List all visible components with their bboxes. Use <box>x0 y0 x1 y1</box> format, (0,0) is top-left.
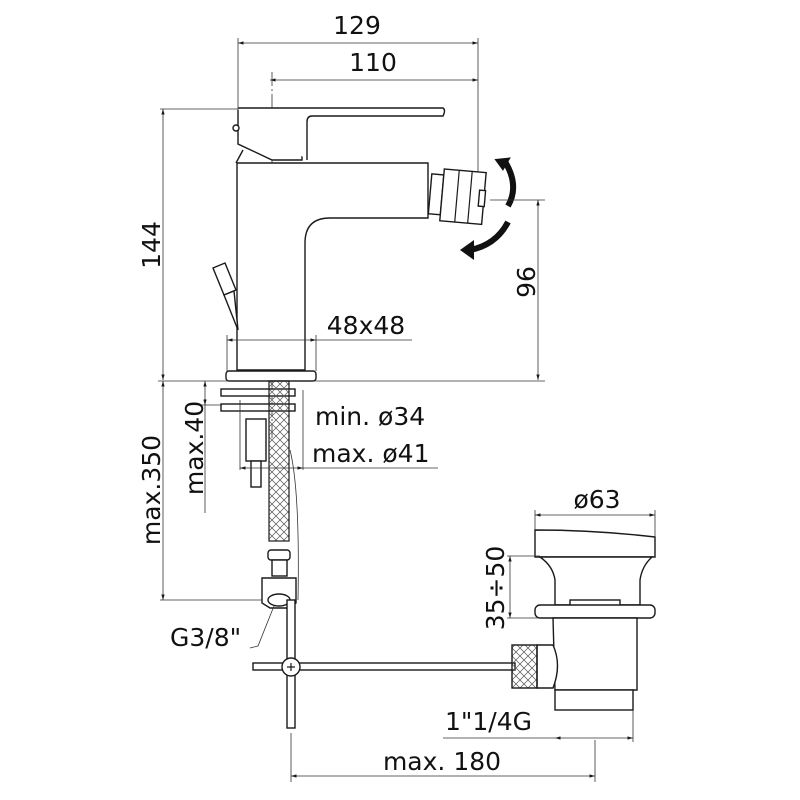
popup-rod <box>252 599 516 729</box>
dim-spout-height: 96 <box>490 199 545 380</box>
dim-base-size: 48x48 <box>226 311 412 371</box>
dim-label-48x48: 48x48 <box>327 311 405 340</box>
rotation-arrows-icon <box>460 157 517 260</box>
dim-label-144: 144 <box>137 221 166 269</box>
fixing-assembly <box>220 380 299 601</box>
dim-label-max350: max.350 <box>137 435 166 545</box>
pop-up-drain <box>511 529 656 711</box>
dim-drain-thread: 1"1/4G <box>443 707 634 742</box>
drain-nut <box>511 644 538 689</box>
dim-label-63: ø63 <box>573 485 620 514</box>
dim-label-min-diameter: min. ø34 <box>315 402 425 431</box>
dim-label-110: 110 <box>349 48 397 77</box>
dim-label-max40: max.40 <box>180 401 209 495</box>
dim-drain-diameter: ø63 <box>534 485 656 537</box>
braided-hose <box>268 380 290 542</box>
hose-nut <box>261 549 297 609</box>
dim-label-1-1-4g: 1"1/4G <box>445 707 532 736</box>
faucet-body <box>212 107 446 371</box>
dim-drain-lift: 35÷50 <box>481 546 540 631</box>
dim-overall-depth: 129 <box>237 11 479 200</box>
dim-rod-length: max. 180 <box>290 733 596 782</box>
dim-hose-thread: G3/8" <box>170 605 275 652</box>
dim-label-96: 96 <box>512 266 541 298</box>
dim-label-max180: max. 180 <box>383 747 501 776</box>
base-plate <box>225 370 317 382</box>
dim-hose-length: max.350 <box>137 381 265 601</box>
dim-label-g38: G3/8" <box>170 623 241 652</box>
dim-overall-height: 144 <box>137 108 238 380</box>
dim-label-max-diameter: max. ø41 <box>312 439 429 468</box>
dim-label-35-50: 35÷50 <box>481 546 510 631</box>
dim-hole-diameter: min. ø34 max. ø41 <box>239 390 438 470</box>
dim-spout-reach: 110 <box>270 48 478 82</box>
aerator <box>427 168 487 226</box>
dim-label-129: 129 <box>333 11 381 40</box>
dim-max-deck: max.40 <box>180 381 222 513</box>
